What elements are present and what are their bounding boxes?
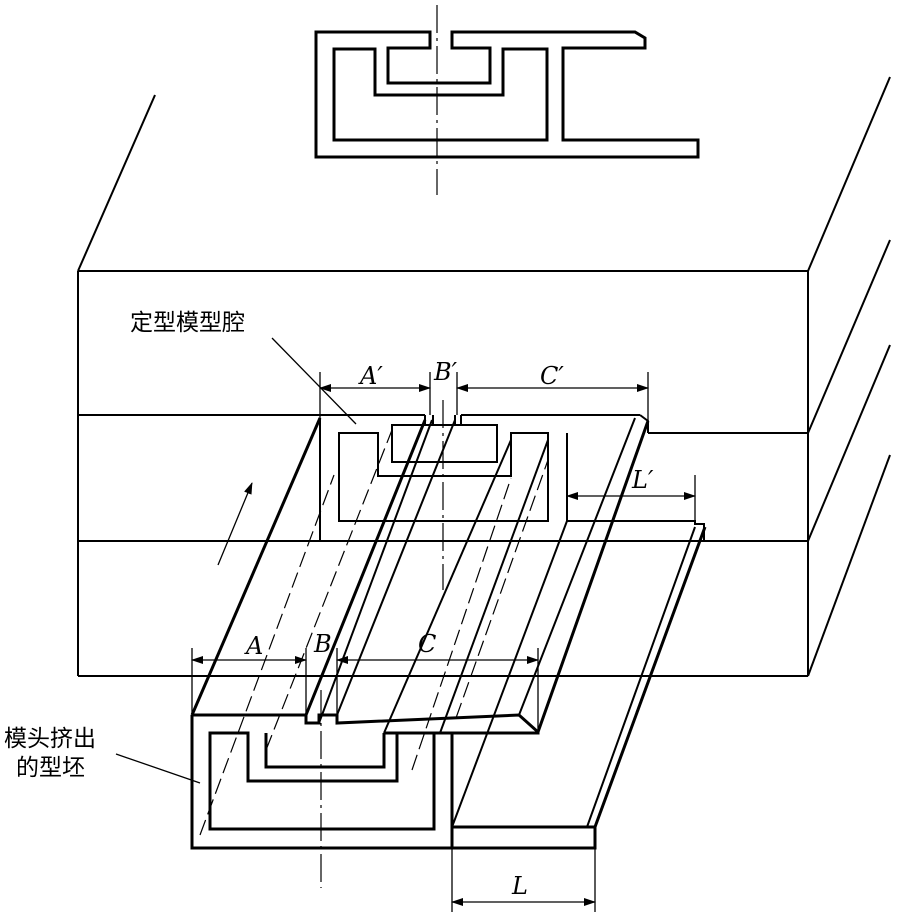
- parison-dimensions: [191, 648, 596, 912]
- dim-label-l: L: [511, 872, 528, 900]
- label-extruded-parison-line2: 的型坯: [16, 755, 85, 781]
- dim-label-l-prime: L′: [631, 466, 654, 494]
- dim-label-c: C: [418, 630, 436, 658]
- label-sizing-die-cavity: 定型模型腔: [130, 310, 245, 336]
- dim-label-a: A: [244, 632, 263, 660]
- dim-label-c-prime: C′: [540, 362, 564, 390]
- dim-label-b-prime: B′: [433, 358, 458, 386]
- label-extruded-parison-line1: 模头挤出: [4, 726, 96, 752]
- extruded-parison: [190, 417, 707, 888]
- extrusion-direction-arrow: [217, 482, 253, 566]
- sizing-die-block: [77, 76, 891, 677]
- cavity-leader-line: [271, 337, 357, 425]
- parison-leader-line: [115, 753, 201, 784]
- die-dimensions: [319, 372, 696, 521]
- dim-label-a-prime: A′: [358, 362, 383, 390]
- dim-label-b: B: [313, 630, 332, 658]
- final-profile-section: [314, 5, 700, 195]
